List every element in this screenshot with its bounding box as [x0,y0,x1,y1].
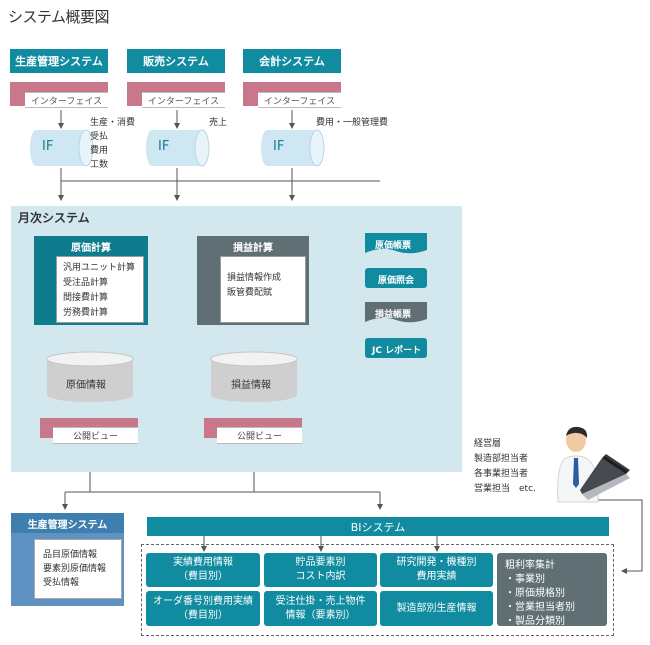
bi-box-line: （費目別） [178,571,228,582]
cost-public-view: 公開ビュー [53,427,138,444]
user-role: 経営層 [474,439,502,449]
interface-label-production: インターフェイス [25,92,108,108]
interface-label-sales: インターフェイス [142,92,225,108]
if-note: 費用・一般管理費 [316,118,389,128]
if-notes-accounting: 費用・一般管理費 [316,116,388,130]
if-note: 受払 [90,132,109,142]
if-label-production: IF [42,139,54,154]
gross-margin-line: ・製品分類別 [505,616,565,627]
pl-public-view: 公開ビュー [217,427,302,444]
if-notes-sales: 売上 [209,116,227,130]
pl-calc-header: 損益計算 [233,242,273,254]
output-cost-report: 原価帳票 [375,241,412,251]
bi-box-dept-production: 製造部別生産情報 [380,591,493,626]
cost-calc-item: 受注品計算 [63,278,109,288]
bi-box-order-sales: 受注仕掛・売上物件 情報（要素別） [264,591,377,626]
pl-calc-item: 損益情報作成 [227,273,282,283]
bi-box-line: 研究開発・機種別 [396,557,477,568]
if-note: 売上 [209,118,228,128]
output-shape-cost-inquiry [365,268,427,288]
cost-calc-item: 労務費計算 [63,308,109,318]
bi-box-line: （費目別） [178,609,228,621]
person-at-laptop-icon [557,426,630,503]
bi-box-line: オーダ番号別費用実績 [153,595,253,607]
prod-mgmt-item: 要素別原価情報 [43,564,107,574]
if-notes-production: 生産・消費 受払 費用 工数 [90,116,135,172]
output-shapes [365,233,427,358]
bi-box-line: 製造部別生産情報 [396,602,477,614]
output-shape-jc-report [365,338,427,358]
interface-label-accounting: インターフェイス [258,92,341,108]
bi-box-actual-cost: 実績費用情報 （費目別） [146,553,260,587]
cost-calc-list: 汎用ユニット計算 受注品計算 間接費計算 労務費計算 [56,256,144,323]
sys-header-accounting: 会計システム [243,49,341,73]
output-pl-report: 損益帳票 [375,310,412,320]
if-label-accounting: IF [273,139,285,154]
output-cost-inquiry: 原価照会 [378,276,415,286]
user-role: 製造部担当者 [474,454,529,464]
cost-calc-item: 汎用ユニット計算 [63,263,136,273]
prod-mgmt-item: 受払情報 [43,578,80,588]
cost-db-cylinder [46,351,134,402]
gross-margin-line: 粗利率集計 [505,560,555,571]
if-note: 費用 [90,146,109,156]
prod-mgmt-bottom-header: 生産管理システム [11,513,124,533]
sys-header-sales: 販売システム [127,49,225,73]
bi-box-line: 実績費用情報 [173,557,233,568]
gross-margin-line: ・原価規格別 [505,588,565,599]
bi-system-frame [141,544,614,636]
users-list: 経営層 製造部担当者 各事業担当者 営業担当 etc. [474,437,536,497]
if-note: 生産・消費 [90,118,136,128]
bi-box-line: 受注仕掛・売上物件 [275,595,366,607]
if-cylinder-accounting [261,129,325,167]
if-cylinder-production [30,129,94,167]
pl-calc-list: 損益情報作成 販管費配賦 [220,256,306,323]
cost-db-label: 原価情報 [66,380,106,391]
gross-margin-line: ・営業担当者別 [505,602,575,613]
bi-box-line: 費用実績 [416,571,457,582]
bi-box-line: 貯品要素別 [295,557,346,568]
output-shape-cost-report [365,233,427,254]
pl-db-cylinder [210,351,298,402]
monthly-system-title: 月次システム [18,211,90,225]
sys-header-production: 生産管理システム [10,49,108,73]
if-note: 工数 [90,160,109,170]
cost-calc-header: 原価計算 [71,242,111,254]
user-role: 各事業担当者 [474,469,529,479]
bi-box-order-cost: オーダ番号別費用実績 （費目別） [146,591,260,626]
bi-box-cost-breakdown: 貯品要素別 コスト内訳 [264,553,377,587]
bi-box-line: 情報（要素別） [285,609,356,621]
bi-box-line: コスト内訳 [295,571,346,582]
gross-margin-line: ・事業別 [505,574,545,585]
page-title: システム概要図 [8,8,110,26]
prod-mgmt-bottom-list: 品目原価情報 要素別原価情報 受払情報 [34,539,122,599]
bi-gross-margin-box: 粗利率集計 ・事業別 ・原価規格別 ・営業担当者別 ・製品分類別 [497,553,607,627]
cost-calc-item: 間接費計算 [63,293,109,303]
user-role: 営業担当 etc. [474,484,536,494]
prod-mgmt-item: 品目原価情報 [43,550,98,560]
pl-calc-item: 販管費配賦 [227,288,273,298]
if-cylinder-sales [146,129,210,167]
output-jc-report: JC レポート [372,346,422,356]
if-label-sales: IF [158,139,170,154]
bi-box-rnd-cost: 研究開発・機種別 費用実績 [380,553,493,587]
output-shape-pl-report [365,302,427,323]
pl-db-label: 損益情報 [231,380,271,391]
bi-system-header: BIシステム [147,517,609,536]
